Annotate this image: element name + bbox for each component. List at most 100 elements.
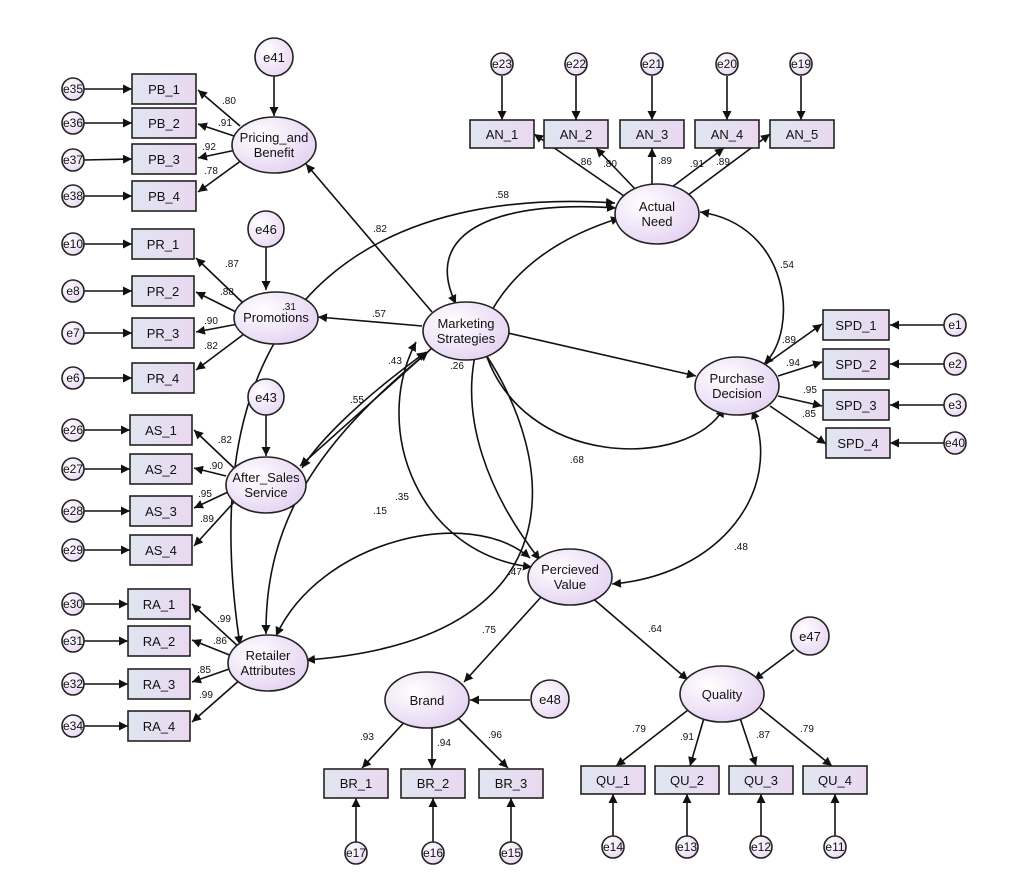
- obs-label: RA_4: [143, 719, 176, 734]
- obs-label: BR_2: [417, 776, 450, 791]
- weight-label: .82: [218, 435, 232, 446]
- load-spd2: [777, 360, 823, 377]
- error-label: e8: [66, 284, 80, 298]
- latent-retailer: Retailer Attributes: [227, 634, 309, 692]
- latent-pricing: Pricing_and Benefit: [231, 116, 317, 174]
- weight-label: .79: [800, 724, 814, 735]
- error-label: e26: [63, 423, 83, 437]
- obs-AS_3: AS_3: [129, 495, 193, 527]
- latent-label: Benefit: [254, 145, 295, 160]
- err-e35: e35: [61, 77, 85, 101]
- error-label: e2: [948, 357, 962, 371]
- weight-label: .15: [373, 506, 387, 517]
- latent-label: Actual: [639, 199, 675, 214]
- latent-label: Attributes: [241, 663, 296, 678]
- weight-label: .79: [632, 724, 646, 735]
- err-e27: e27: [61, 457, 85, 481]
- error-label: e48: [539, 692, 561, 707]
- error-label: e40: [945, 436, 965, 450]
- load-pr3: [195, 323, 239, 335]
- obs-SPD_3: SPD_3: [822, 389, 890, 421]
- arc-marketing-actual: [446, 202, 617, 305]
- weight-label: .58: [495, 190, 509, 201]
- err-e47: e47: [790, 616, 830, 656]
- obs-AN_1: AN_1: [469, 119, 535, 149]
- err-e29: e29: [61, 538, 85, 562]
- error-label: e12: [751, 840, 771, 854]
- weight-label: .55: [350, 395, 364, 406]
- path-perceived-brand: [463, 595, 543, 683]
- error-label: e22: [566, 57, 586, 71]
- load-spd3: [777, 395, 823, 409]
- latent-promotions: Promotions: [233, 291, 319, 345]
- weight-label: .43: [388, 356, 402, 367]
- latent-label: Decision: [712, 386, 762, 401]
- error-label: e1: [948, 318, 962, 332]
- load-ra4: [191, 677, 243, 723]
- error-label: e35: [63, 82, 83, 96]
- load-spd4: [769, 405, 827, 445]
- latent-label: Value: [554, 577, 586, 592]
- obs-PR_4: PR_4: [131, 362, 195, 394]
- weight-label: .95: [803, 385, 817, 396]
- weight-label: .48: [734, 542, 748, 553]
- obs-label: PB_2: [148, 116, 180, 131]
- weight-label: .87: [225, 259, 239, 270]
- load-pb3: [197, 149, 237, 161]
- obs-label: SPD_1: [835, 318, 876, 333]
- err-e23: e23: [490, 52, 514, 76]
- load-as1: [193, 429, 235, 469]
- obs-label: RA_3: [143, 677, 176, 692]
- error-label: e3: [948, 398, 962, 412]
- obs-AS_4: AS_4: [129, 534, 193, 566]
- weight-label: .94: [786, 358, 800, 369]
- weight-label: .82: [204, 341, 218, 352]
- obs-PR_3: PR_3: [131, 317, 195, 349]
- obs-QU_3: QU_3: [728, 765, 794, 795]
- load-ra3: [191, 667, 233, 684]
- obs-BR_1: BR_1: [323, 768, 389, 799]
- weight-label: .82: [373, 224, 387, 235]
- err-e20: e20: [715, 52, 739, 76]
- error-label: e43: [255, 390, 277, 405]
- weight-label: .89: [782, 335, 796, 346]
- err-e28: e28: [61, 499, 85, 523]
- error-label: e27: [63, 462, 83, 476]
- error-label: e41: [263, 50, 285, 65]
- load-br1: [361, 715, 411, 769]
- err-e11: e11: [823, 835, 847, 859]
- obs-PR_1: PR_1: [131, 228, 195, 260]
- path-marketing-pricing: [305, 163, 433, 313]
- weight-label: .86: [213, 636, 227, 647]
- weight-label: .89: [658, 156, 672, 167]
- err-e43: e43: [247, 378, 285, 416]
- latent-label: Brand: [410, 693, 445, 708]
- weight-label: .31: [282, 302, 296, 313]
- error-label: e34: [63, 719, 83, 733]
- obs-PB_3: PB_3: [131, 143, 197, 175]
- weight-label: .80: [222, 96, 236, 107]
- obs-label: BR_3: [495, 776, 528, 791]
- load-an2: [595, 147, 637, 191]
- obs-RA_1: RA_1: [127, 588, 191, 620]
- error-label: e32: [63, 677, 83, 691]
- weight-label: .91: [680, 732, 694, 743]
- latent-purchase: Purchase Decision: [694, 356, 780, 416]
- error-label: e7: [66, 326, 80, 340]
- path-marketing-purchase: [507, 332, 697, 379]
- weight-label: .85: [802, 409, 816, 420]
- weight-label: .80: [603, 159, 617, 170]
- err-e7: e7: [61, 321, 85, 345]
- latent-label: Promotions: [243, 310, 309, 325]
- obs-label: SPD_3: [835, 398, 876, 413]
- load-spd1: [765, 323, 823, 365]
- latent-label: Quality: [702, 687, 743, 702]
- weight-label: .75: [482, 625, 496, 636]
- error-label: e23: [492, 57, 512, 71]
- obs-label: AN_1: [486, 127, 519, 142]
- error-label: e13: [677, 840, 697, 854]
- error-label: e6: [66, 371, 80, 385]
- load-qu3: [739, 717, 758, 767]
- load-as4: [193, 499, 237, 547]
- regression-paths: [83, 76, 944, 842]
